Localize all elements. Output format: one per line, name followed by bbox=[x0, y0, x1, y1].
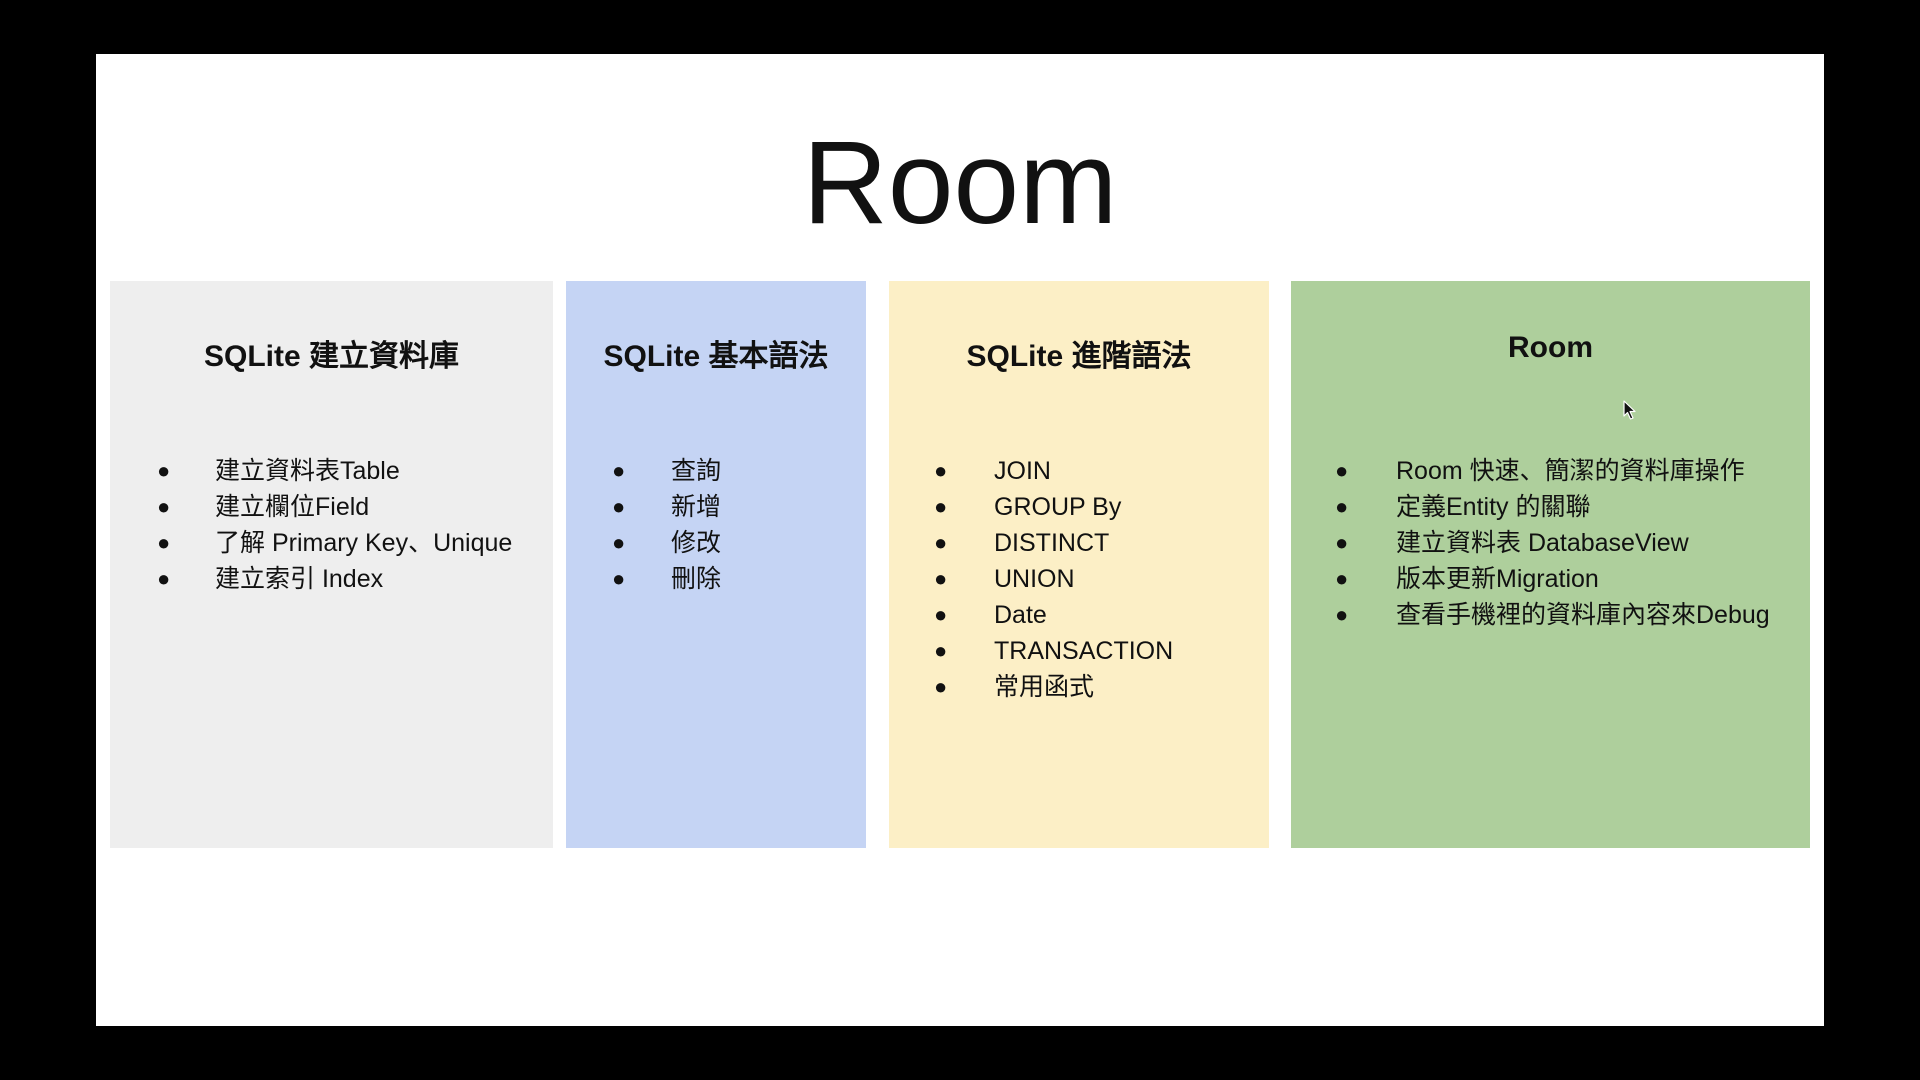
list-item-text: GROUP By bbox=[994, 493, 1122, 521]
list-item: ● 了解 Primary Key、Unique bbox=[157, 525, 512, 561]
bullet: ● bbox=[157, 458, 171, 483]
list-item: ● 刪除 bbox=[612, 561, 721, 597]
list-item: ● Date bbox=[934, 597, 1173, 633]
list-item-text: UNION bbox=[994, 565, 1075, 593]
list-item-text: 了解 Primary Key、Unique bbox=[215, 529, 513, 557]
bullet: ● bbox=[157, 530, 171, 555]
panel-sqlite-basic-syntax: SQLite 基本語法 ● 查詢 ● 新增 ● 修改 ● 刪除 bbox=[566, 281, 866, 848]
list-item-text: TRANSACTION bbox=[994, 637, 1174, 665]
list-item-text: 刪除 bbox=[671, 565, 722, 593]
panel-title: Room bbox=[1508, 331, 1593, 364]
bullet: ● bbox=[1335, 494, 1349, 519]
bullet: ● bbox=[157, 494, 171, 519]
bullet: ● bbox=[612, 566, 626, 591]
list-item-text: DISTINCT bbox=[994, 529, 1110, 557]
list-item: ● JOIN bbox=[934, 453, 1173, 489]
panel-bullet-list: ● 建立資料表Table ● 建立欄位Field ● 了解 Primary Key、U… bbox=[157, 453, 512, 597]
list-item-text: 定義Entity 的關聯 bbox=[1396, 493, 1591, 521]
bullet: ● bbox=[612, 458, 626, 483]
bullet: ● bbox=[1335, 530, 1349, 555]
list-item: ● 建立資料表 DatabaseView bbox=[1335, 525, 1770, 561]
list-item: ● 建立索引 Index bbox=[157, 561, 512, 597]
list-item: ● 查詢 bbox=[612, 453, 721, 489]
panel-bullet-list: ● JOIN ● GROUP By ● DISTINCT ● UNION ● Date ●… bbox=[934, 453, 1173, 705]
bullet: ● bbox=[1335, 458, 1349, 483]
bullet: ● bbox=[934, 674, 948, 699]
panel-sqlite-create-db: SQLite 建立資料庫 ● 建立資料表Table ● 建立欄位Field ● 了解 … bbox=[110, 281, 553, 848]
list-item: ● 查看手機裡的資料庫內容來Debug bbox=[1335, 597, 1770, 633]
bullet: ● bbox=[612, 494, 626, 519]
list-item: ● 定義Entity 的關聯 bbox=[1335, 489, 1770, 525]
panel-title: SQLite 基本語法 bbox=[603, 340, 829, 373]
bullet: ● bbox=[934, 566, 948, 591]
list-item: ● 新增 bbox=[612, 489, 721, 525]
list-item-text: 建立資料表 DatabaseView bbox=[1396, 529, 1689, 557]
panel-title: SQLite 建立資料庫 bbox=[203, 340, 459, 373]
panel-sqlite-advanced-syntax: SQLite 進階語法 ● JOIN ● GROUP By ● DISTINCT ● U… bbox=[889, 281, 1269, 848]
list-item-text: 新增 bbox=[671, 493, 722, 521]
list-item-text: 查詢 bbox=[671, 457, 722, 485]
list-item-text: 查看手機裡的資料庫內容來Debug bbox=[1396, 601, 1770, 629]
bullet: ● bbox=[934, 638, 948, 663]
bullet: ● bbox=[157, 566, 171, 591]
slide-title: Room bbox=[802, 117, 1118, 249]
bullet: ● bbox=[1335, 566, 1349, 591]
list-item: ● 版本更新Migration bbox=[1335, 561, 1770, 597]
list-item-text: Room 快速、簡潔的資料庫操作 bbox=[1396, 457, 1745, 485]
bullet: ● bbox=[612, 530, 626, 555]
bullet: ● bbox=[934, 494, 948, 519]
panel-bullet-list: ● 查詢 ● 新增 ● 修改 ● 刪除 bbox=[612, 453, 721, 597]
list-item-text: 建立資料表Table bbox=[215, 457, 400, 485]
list-item: ● 建立資料表Table bbox=[157, 453, 512, 489]
panel-bullet-list: ● Room 快速、簡潔的資料庫操作 ● 定義Entity 的關聯 ● 建立資料表 D… bbox=[1335, 453, 1770, 633]
list-item-text: JOIN bbox=[994, 457, 1051, 485]
list-item-text: 建立欄位Field bbox=[215, 493, 370, 521]
bullet: ● bbox=[934, 602, 948, 627]
list-item: ● 修改 bbox=[612, 525, 721, 561]
list-item-text: 版本更新Migration bbox=[1396, 565, 1599, 593]
panel-title: SQLite 進階語法 bbox=[966, 340, 1192, 373]
list-item-text: 修改 bbox=[671, 529, 722, 557]
list-item: ● GROUP By bbox=[934, 489, 1173, 525]
list-item-text: Date bbox=[994, 601, 1047, 629]
list-item: ● DISTINCT bbox=[934, 525, 1173, 561]
bullet: ● bbox=[934, 458, 948, 483]
list-item: ● 常用函式 bbox=[934, 669, 1173, 705]
slide: Room SQLite 建立資料庫 ● 建立資料表Table ● 建立欄位Field… bbox=[96, 54, 1824, 1026]
list-item: ● UNION bbox=[934, 561, 1173, 597]
panel-room: Room ● Room 快速、簡潔的資料庫操作 ● 定義Entity 的關聯 ● 建立… bbox=[1291, 281, 1810, 848]
list-item: ● TRANSACTION bbox=[934, 633, 1173, 669]
mouse-pointer-icon bbox=[1623, 400, 1636, 420]
bullet: ● bbox=[1335, 602, 1349, 627]
list-item-text: 常用函式 bbox=[994, 673, 1095, 701]
bullet: ● bbox=[934, 530, 948, 555]
list-item-text: 建立索引 Index bbox=[215, 565, 384, 593]
list-item: ● 建立欄位Field bbox=[157, 489, 512, 525]
list-item: ● Room 快速、簡潔的資料庫操作 bbox=[1335, 453, 1770, 489]
